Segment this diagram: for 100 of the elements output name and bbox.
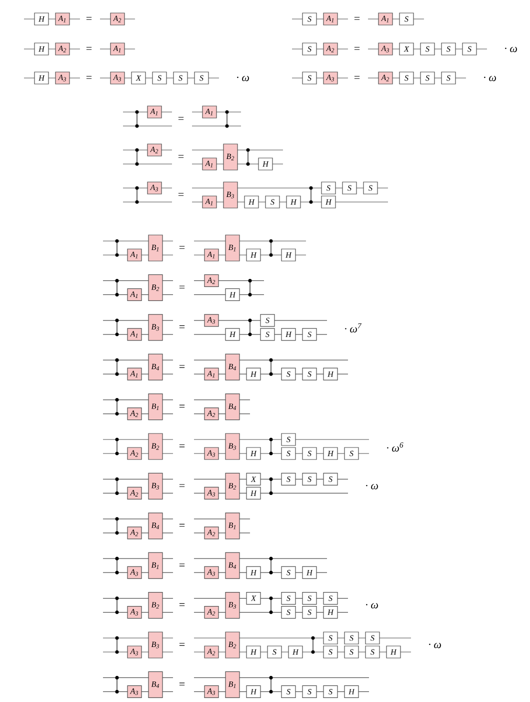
equals-sign: =	[178, 193, 184, 196]
gate-box: S	[399, 72, 414, 84]
two-qubit-gate-box: B$_{3}$	[148, 632, 163, 658]
gate-box: A$_{3}$	[204, 447, 219, 460]
gate-box: H	[225, 288, 240, 301]
gate-box: H	[386, 646, 401, 658]
gate-box: S	[342, 182, 357, 194]
gate-box: A$_{3}$	[323, 72, 338, 84]
two-qubit-gate-box: B$_{2}$	[148, 592, 163, 619]
equals-sign: =	[179, 246, 185, 249]
two-qubit-gate-box: B$_{1}$	[225, 234, 240, 262]
gate-box: A$_{1}$	[204, 248, 219, 262]
gate-box: A$_{3}$	[127, 646, 142, 658]
two-qubit-gate-box: B$_{4}$	[148, 671, 163, 698]
gate-box: S	[267, 646, 282, 658]
gate-box: H	[246, 566, 261, 579]
gate-box: A$_{2}$	[204, 526, 219, 540]
equals-sign: =	[178, 117, 184, 120]
phase-factor: · ω	[366, 603, 378, 608]
two-qubit-gate-box: B$_{3}$	[148, 314, 163, 341]
gate-box: A$_{1}$	[202, 106, 217, 118]
phase-factor: · ω	[366, 484, 378, 490]
two-qubit-gate-box: B$_{3}$	[225, 592, 240, 619]
gate-box: A$_{1}$	[202, 158, 217, 170]
gate-box: H	[344, 685, 359, 698]
gate-box: S	[173, 72, 188, 84]
phase-factor: · ω$^{7}$	[345, 323, 362, 332]
gate-box: H	[34, 42, 49, 56]
gate-box: A$_{2}$	[110, 12, 125, 26]
gate-box: A$_{2}$	[127, 526, 142, 540]
gate-box: A$_{3}$	[110, 72, 125, 84]
gate-box: S	[399, 12, 414, 26]
gate-box: A$_{1}$	[204, 368, 219, 380]
gate-box: A$_{2}$	[127, 408, 142, 420]
gate-box: H	[225, 328, 240, 341]
gate-box: S	[194, 72, 209, 84]
gate-box: H	[286, 196, 301, 208]
equals-sign: =	[354, 17, 360, 20]
gate-box: S	[260, 328, 275, 341]
two-qubit-gate-box: B$_{1}$	[148, 234, 163, 262]
gate-box: S	[281, 472, 296, 486]
gate-box: A$_{3}$	[147, 182, 162, 194]
gate-box: A$_{2}$	[204, 274, 219, 287]
gate-box: A$_{2}$	[55, 42, 70, 56]
gate-box: A$_{1}$	[127, 288, 142, 301]
gate-box: A$_{1}$	[147, 106, 162, 118]
gate-box: S	[302, 12, 317, 26]
gate-box: S	[302, 447, 317, 460]
gate-box: A$_{3}$	[204, 314, 219, 327]
gate-box: H	[246, 248, 261, 262]
two-qubit-gate-box: B$_{4}$	[148, 512, 163, 540]
phase-factor: · ω	[237, 76, 249, 82]
gate-box: S	[365, 646, 380, 658]
phase-factor: · ω$^{6}$	[387, 442, 404, 452]
two-qubit-gate-box: B$_{1}$	[225, 671, 240, 698]
gate-box: A$_{1}$	[127, 248, 142, 262]
gate-box: S	[344, 632, 359, 644]
two-qubit-gate-box: B$_{3}$	[148, 472, 163, 500]
gate-box: S	[152, 72, 167, 84]
gate-box: S	[441, 72, 456, 84]
gate-box: A$_{3}$	[204, 685, 219, 698]
gate-box: S	[344, 646, 359, 658]
two-qubit-gate-box: B$_{4}$	[148, 354, 163, 380]
gate-box: S	[281, 685, 296, 698]
gate-box: H	[281, 248, 296, 262]
gate-box: X	[246, 592, 261, 605]
equals-sign: =	[179, 286, 185, 288]
equals-sign: =	[179, 365, 185, 368]
gate-box: A$_{3}$	[127, 566, 142, 579]
gate-box: A$_{1}$	[55, 12, 70, 26]
gate-box: H	[244, 196, 259, 208]
gate-box: H	[323, 447, 338, 460]
gate-box: S	[302, 592, 317, 605]
gate-box: A$_{1}$	[127, 328, 142, 341]
gate-box: A$_{1}$	[110, 42, 125, 56]
gate-box: A$_{2}$	[127, 486, 142, 500]
gate-box: S	[281, 606, 296, 619]
gate-box: A$_{2}$	[204, 606, 219, 619]
gate-box: S	[281, 566, 296, 579]
gate-box: H	[281, 328, 296, 341]
gate-box: A$_{2}$	[323, 42, 338, 56]
gate-box: H	[246, 646, 261, 658]
gate-box: S	[302, 685, 317, 698]
equals-sign: =	[179, 682, 185, 686]
gate-box: H	[288, 646, 303, 658]
gate-box: S	[302, 42, 317, 56]
gate-box: S	[281, 447, 296, 460]
equals-sign: =	[354, 47, 360, 50]
two-qubit-gate-box: B$_{2}$	[225, 472, 240, 500]
phase-factor: · ω	[484, 76, 496, 82]
two-qubit-gate-box: B$_{2}$	[148, 274, 163, 301]
two-qubit-gate-box: B$_{1}$	[148, 552, 163, 579]
gate-box: S	[365, 632, 380, 644]
gate-box: S	[323, 646, 338, 658]
gate-box: S	[302, 368, 317, 380]
equals-sign: =	[86, 76, 92, 79]
equals-sign: =	[179, 484, 185, 487]
equals-sign: =	[86, 47, 92, 50]
phase-factor: · ω	[429, 642, 441, 648]
gate-box: A$_{3}$	[204, 486, 219, 500]
